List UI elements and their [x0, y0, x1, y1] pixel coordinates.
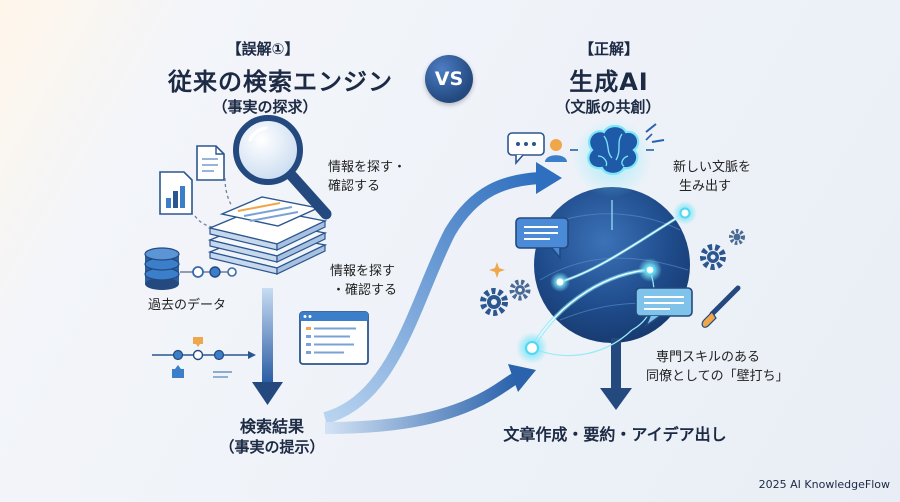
gear-icon	[480, 288, 508, 316]
gear-small-icon	[509, 279, 531, 301]
document-stack-icon	[207, 196, 328, 275]
gear-right-small-icon	[729, 229, 745, 245]
search-flow-arrow	[252, 288, 283, 405]
left-title: 従来の検索エンジン	[168, 68, 393, 96]
chat-bubble-left-icon	[515, 217, 569, 261]
vs-badge: VS	[425, 55, 473, 103]
glow-network	[516, 200, 697, 364]
database-icon	[144, 247, 180, 290]
timeline-icon	[152, 337, 256, 378]
sparkle-icon	[489, 262, 505, 278]
bar-chart-icon	[159, 171, 193, 215]
transition-arrow-lower	[324, 364, 536, 434]
label-past-data: 過去のデータ	[148, 298, 227, 313]
network-nodes	[180, 266, 237, 278]
right-tag: 【正解】	[578, 40, 639, 58]
gear-right-icon	[700, 244, 726, 270]
chat-bubble-right-icon	[635, 287, 693, 329]
result-subtitle: （事実の提示）	[219, 438, 325, 456]
browser-window-icon	[299, 311, 369, 365]
label-find-1: 情報を探す・ 確認する	[328, 160, 407, 194]
magnifier-icon	[233, 115, 332, 220]
generation-flow-arrow	[600, 338, 632, 410]
left-subtitle: （事実の探求）	[212, 98, 318, 116]
brain-icon	[570, 118, 654, 198]
document-icon	[196, 145, 225, 181]
result-title: 検索結果	[239, 417, 304, 436]
left-tag: 【誤解①】	[226, 40, 300, 58]
spark-lines	[645, 123, 665, 143]
label-partner: 専門スキルのある 同僚としての「壁打ち」	[646, 350, 789, 384]
transition-arrow-upper	[323, 162, 562, 424]
chat-bubble-icon	[507, 132, 545, 166]
right-subtitle: （文脈の共創）	[555, 98, 661, 116]
label-new-context: 新しい文脈を 生み出す	[673, 160, 752, 194]
label-find-2: 情報を探す ・確認する	[330, 264, 398, 298]
output-label: 文章作成・要約・アイデア出し	[503, 425, 727, 444]
user-icon	[545, 139, 567, 162]
right-title: 生成AI	[569, 68, 649, 96]
paintbrush-icon	[701, 285, 741, 328]
footer-credit: 2025 AI KnowledgeFlow	[758, 478, 890, 491]
